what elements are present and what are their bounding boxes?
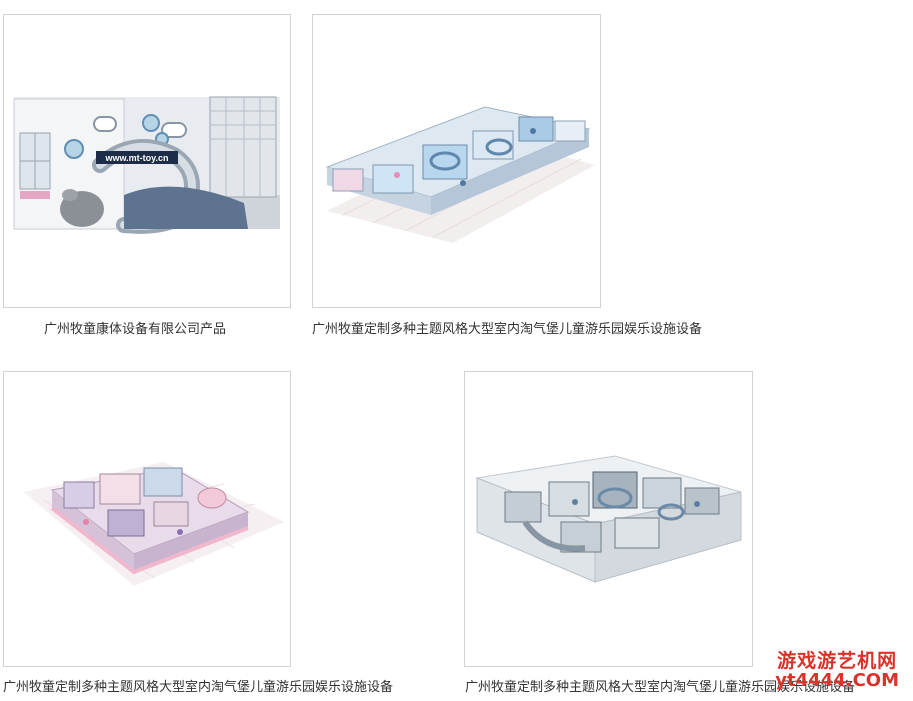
product-image-4[interactable]: [464, 371, 753, 667]
product-caption-4[interactable]: 广州牧童定制多种主题风格大型室内淘气堡儿童游乐园娱乐设施设备: [465, 680, 856, 695]
playground-pink-render: [24, 462, 284, 586]
product-caption-2[interactable]: 广州牧童定制多种主题风格大型室内淘气堡儿童游乐园娱乐设施设备: [312, 322, 703, 337]
image-site-label: www.mt-toy.cn: [105, 153, 169, 163]
playground-slide-photo: www.mt-toy.cn: [13, 96, 280, 234]
product-image-1[interactable]: www.mt-toy.cn: [3, 14, 291, 308]
site-watermark: 游戏游艺机网 yt4444.COM: [775, 650, 899, 692]
product-caption-1[interactable]: 广州牧童康体设备有限公司产品: [44, 322, 227, 337]
playground-grey-render: [475, 455, 742, 583]
product-caption-3[interactable]: 广州牧童定制多种主题风格大型室内淘气堡儿童游乐园娱乐设施设备: [3, 680, 394, 695]
product-image-3[interactable]: [3, 371, 291, 667]
product-image-2[interactable]: [312, 14, 601, 308]
watermark-line-en: yt4444.COM: [775, 670, 899, 692]
watermark-line-cn: 游戏游艺机网: [777, 650, 898, 673]
playground-blue-render: [325, 106, 595, 243]
